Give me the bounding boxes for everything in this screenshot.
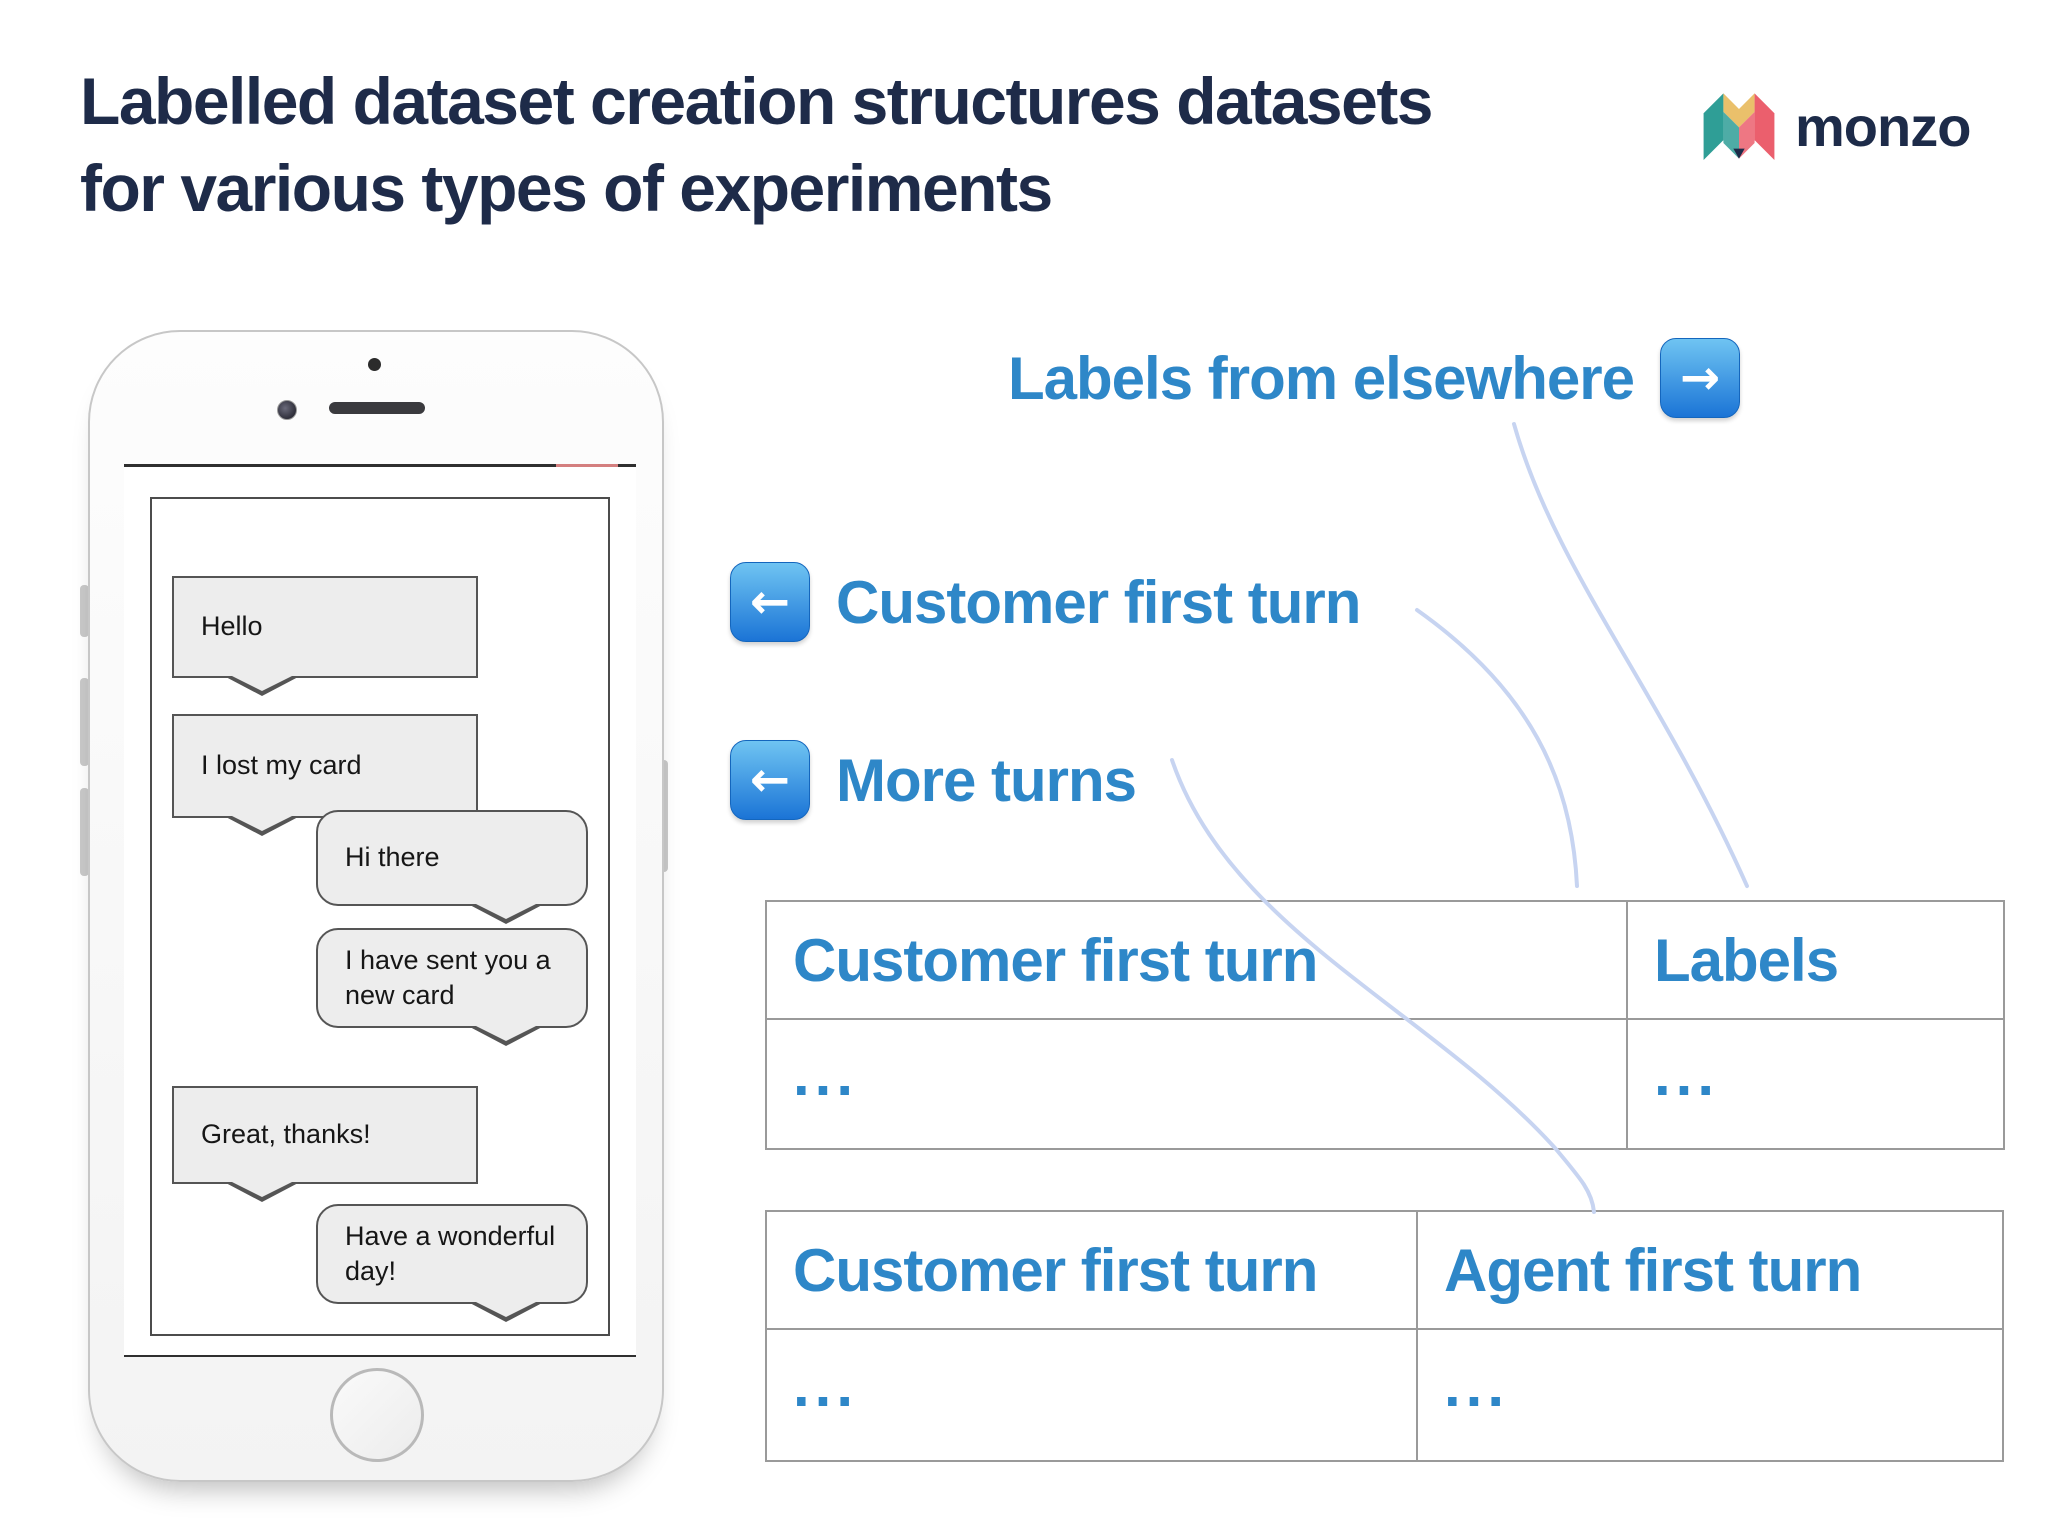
phone-screen-red-accent xyxy=(556,464,618,467)
labels-from-elsewhere-text: Labels from elsewhere xyxy=(1008,344,1635,412)
phone-mute-switch xyxy=(80,585,89,637)
monzo-logo-icon xyxy=(1703,92,1775,160)
chat-message-text: Hello xyxy=(201,611,263,642)
annotation-more-turns: ← More turns xyxy=(730,740,1137,820)
table-customer-agent: Customer first turn Agent first turn ...… xyxy=(765,1210,2004,1462)
arrow-left-icon: ← xyxy=(730,740,810,820)
annotation-labels-from-elsewhere: Labels from elsewhere → xyxy=(1008,338,1740,418)
phone-volume-down-button xyxy=(80,788,89,876)
chat-bubble-customer: Hello xyxy=(172,576,478,696)
chat-bubble-customer: Great, thanks! xyxy=(172,1086,478,1202)
phone-volume-up-button xyxy=(80,678,89,766)
chat-message-text: Great, thanks! xyxy=(201,1119,371,1150)
table2-header-agent-first-turn: Agent first turn xyxy=(1418,1212,2002,1330)
annotation-customer-first-turn: ← Customer first turn xyxy=(730,562,1361,642)
chat-bubble-customer: I lost my card xyxy=(172,714,478,836)
more-turns-text: More turns xyxy=(836,746,1137,814)
arrow-left-icon: ← xyxy=(730,562,810,642)
table1-header-customer-first-turn: Customer first turn xyxy=(767,902,1628,1020)
phone-front-camera-icon xyxy=(277,400,297,420)
chat-wireframe-container: Hello I lost my card Hi there I have sen… xyxy=(150,497,610,1336)
chat-bubble-agent: Hi there xyxy=(316,810,588,924)
curve-customer-first-turn-to-table1 xyxy=(1415,608,1579,888)
table1-header-labels: Labels xyxy=(1628,902,2003,1020)
arrow-right-icon: → xyxy=(1659,338,1740,418)
table1-cell-labels-ellipsis: ... xyxy=(1654,1040,1720,1108)
slide-title-line1: Labelled dataset creation structures dat… xyxy=(80,64,1434,138)
phone-speaker-icon xyxy=(329,402,425,414)
table2-cell-agent-ellipsis: ... xyxy=(1444,1351,1510,1419)
monzo-brand: monzo xyxy=(1703,92,1971,160)
chat-message-text: Have a wonderful day! xyxy=(345,1220,556,1286)
table2-header-customer-first-turn: Customer first turn xyxy=(767,1212,1418,1330)
slide-title-line2: for various types of experiments xyxy=(80,151,1053,226)
table1-cell-customer-ellipsis: ... xyxy=(767,1020,1628,1148)
chat-message-text: I lost my card xyxy=(201,750,362,781)
chat-message-text: I have sent you a new card xyxy=(345,944,551,1010)
curve-labels-to-table1 xyxy=(1512,422,1749,888)
customer-first-turn-text: Customer first turn xyxy=(836,568,1361,636)
slide-title: Labelled dataset creation structures dat… xyxy=(80,58,1780,232)
phone-camera-dot-icon xyxy=(368,358,381,371)
monzo-wordmark: monzo xyxy=(1795,94,1971,158)
chat-bubble-agent: Have a wonderful day! xyxy=(316,1204,588,1322)
phone-home-button xyxy=(330,1368,424,1462)
table2-cell-customer-ellipsis: ... xyxy=(767,1330,1418,1460)
chat-bubble-agent: I have sent you a new card xyxy=(316,928,588,1046)
table-customer-labels: Customer first turn Labels ... ... xyxy=(765,900,2005,1150)
monzo-logo-svg xyxy=(1703,93,1775,160)
chat-message-text: Hi there xyxy=(345,842,440,873)
